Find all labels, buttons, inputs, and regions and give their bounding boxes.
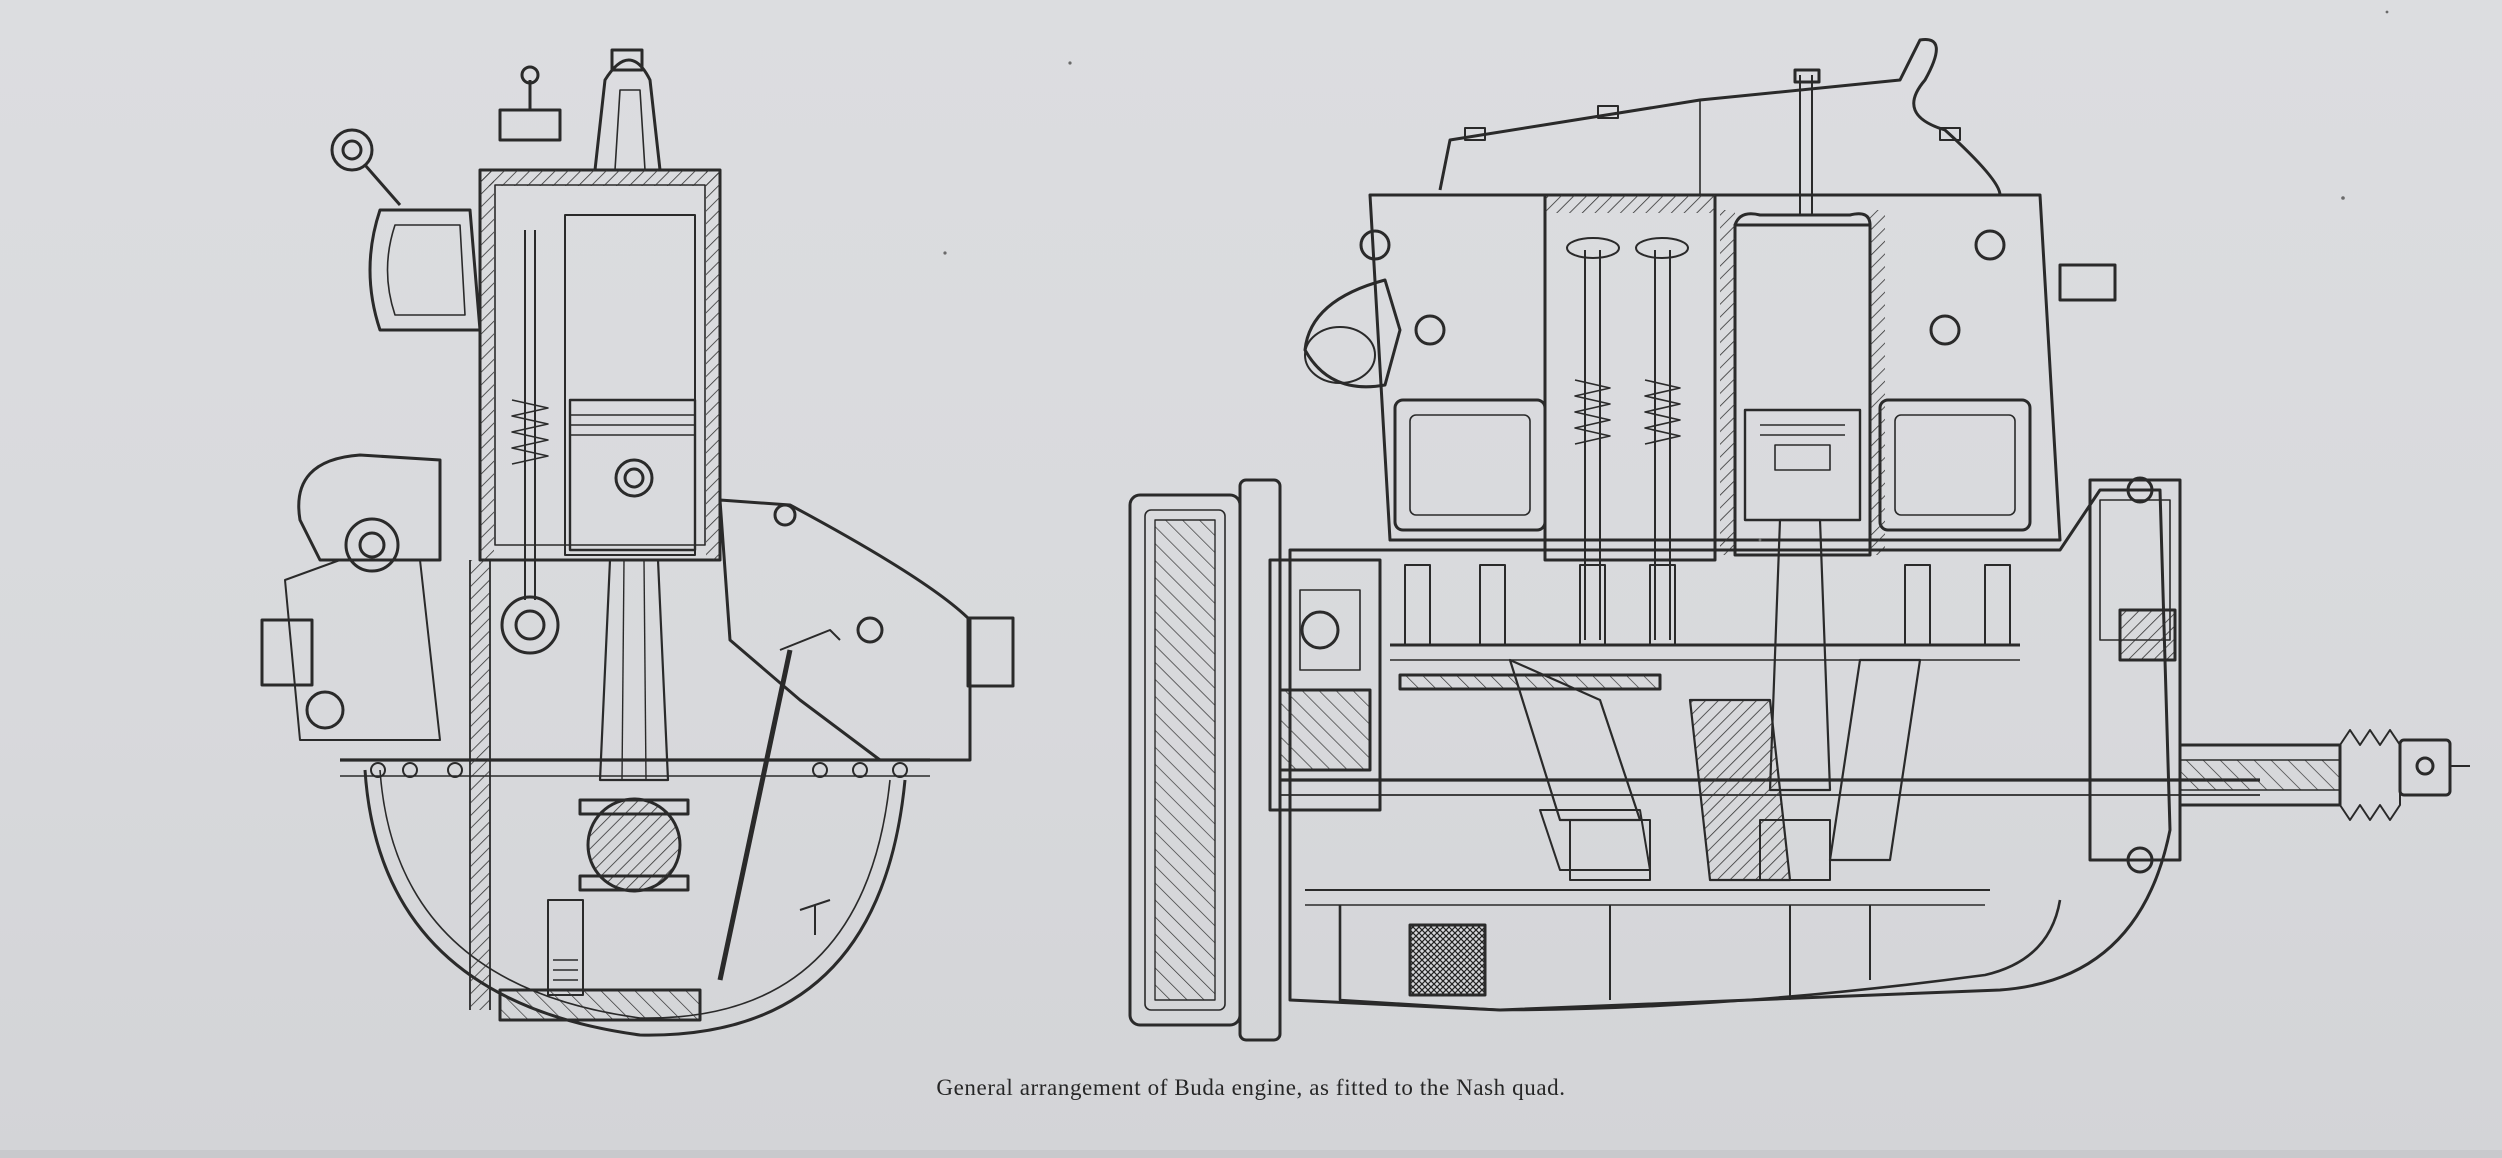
oil-pan	[1338, 899, 2062, 1012]
figure-caption: General arrangement of Buda engine, as f…	[936, 1075, 1566, 1100]
page-bottom-edge	[0, 1150, 2502, 1158]
flange-bolts	[370, 762, 908, 778]
camshaft	[500, 595, 560, 655]
head-bolts	[1464, 105, 1961, 141]
crank-throw-3	[1828, 658, 1922, 862]
piston-side	[1743, 408, 1862, 522]
drain-cock	[799, 899, 831, 935]
exhaust-manifold	[1438, 38, 2002, 196]
crank-throw-2	[1688, 698, 1792, 882]
tappets	[1404, 564, 2011, 646]
cylinder-block-top	[1368, 193, 2062, 542]
sump-outline	[363, 769, 907, 1037]
valve-springs-side	[1574, 379, 1681, 445]
intake-manifold	[368, 208, 482, 332]
end-section-view	[260, 48, 1015, 1037]
timing-housing	[1268, 558, 1382, 812]
valve-chamber	[1543, 193, 1717, 562]
connecting-rod	[598, 558, 670, 782]
valve-spring	[511, 399, 549, 465]
cylinder-block	[478, 168, 722, 562]
oil-strainer	[1408, 923, 1487, 997]
jacket-window-right	[1878, 398, 2032, 532]
connecting-rod-side	[1768, 518, 1832, 792]
oil-level-rod	[717, 649, 793, 981]
right-support-arm	[718, 498, 972, 762]
spark-plug-tower	[593, 58, 662, 171]
cylinder-bore-side	[1733, 223, 1872, 557]
valve-stems	[1566, 237, 1689, 640]
manifold-eye	[330, 128, 374, 172]
oil-pump	[547, 899, 584, 996]
crankcase-lower	[1288, 488, 2172, 1012]
fan-pulley-stub	[2058, 263, 2117, 302]
jacket-window-left	[1393, 398, 1547, 532]
wrist-pin	[614, 458, 654, 498]
piston	[568, 398, 697, 552]
universal-joint-end	[2398, 738, 2452, 797]
magneto-housing	[297, 453, 442, 562]
left-mount-arm	[260, 618, 314, 687]
shaft-splines	[2339, 729, 2401, 821]
cylinder-bore	[564, 214, 696, 556]
side-section-view	[1128, 38, 2470, 1042]
paper-specks	[943, 10, 2389, 542]
